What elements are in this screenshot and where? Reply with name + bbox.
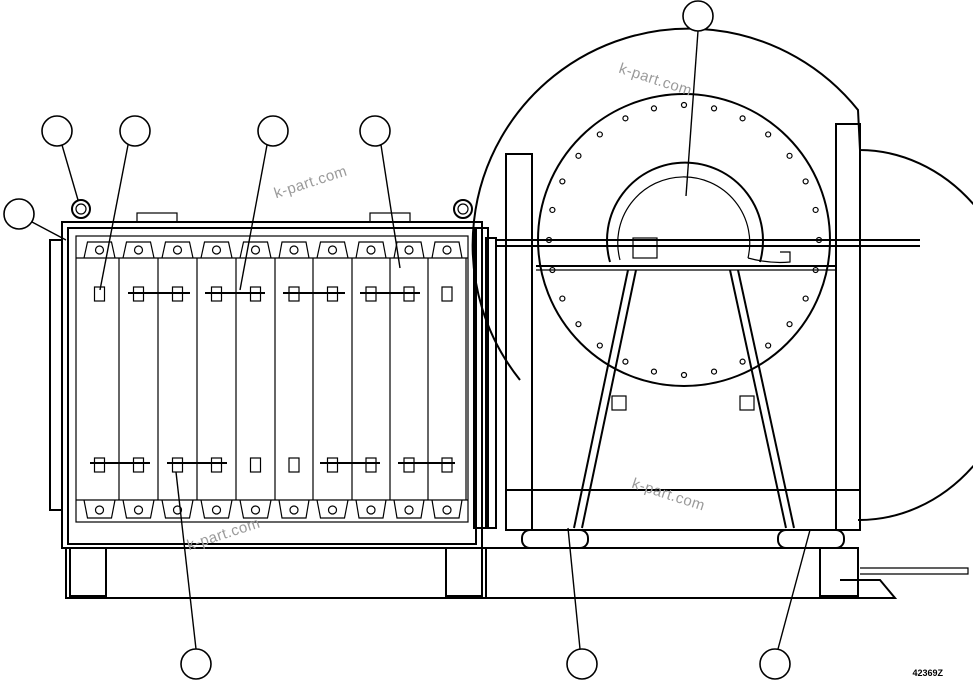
filter-cabinet xyxy=(49,199,497,549)
callout-8 xyxy=(566,648,598,680)
callout-3 xyxy=(119,115,151,147)
drawing-number: 42369Z xyxy=(912,668,943,678)
blower-housing xyxy=(471,27,973,549)
base-frame xyxy=(65,547,969,599)
callout-5 xyxy=(359,115,391,147)
callout-4 xyxy=(257,115,289,147)
callout-6 xyxy=(3,198,35,230)
callout-7 xyxy=(180,648,212,680)
callout-2 xyxy=(41,115,73,147)
callout-1 xyxy=(682,0,714,32)
leader-lines xyxy=(31,30,811,650)
callout-9 xyxy=(759,648,791,680)
callout-bubbles xyxy=(3,0,791,680)
